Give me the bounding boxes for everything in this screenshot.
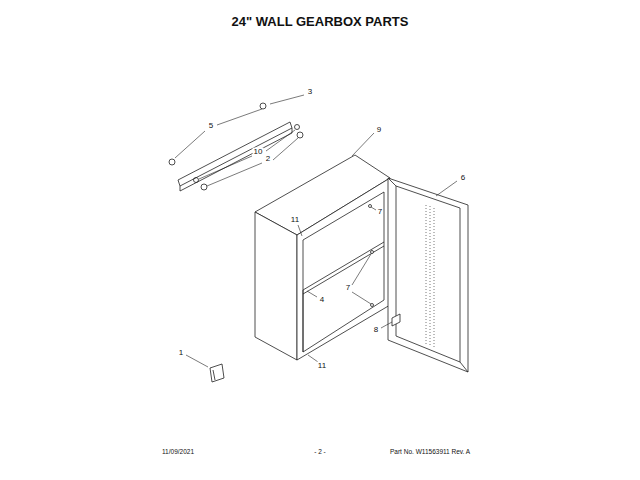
mounting-rail — [169, 103, 303, 191]
callout-number: 6 — [460, 174, 466, 183]
callout-number: 7 — [377, 208, 383, 217]
leader-lines — [175, 95, 457, 367]
callout-number: 10 — [253, 148, 264, 157]
door — [388, 178, 468, 372]
callout-number: 5 — [208, 122, 214, 131]
page-number: - 2 - — [314, 448, 326, 455]
callout-number: 4 — [319, 296, 325, 305]
callout-number: 1 — [178, 349, 184, 358]
part-number: Part No. W11563911 Rev. A — [390, 448, 470, 455]
callout-number: 3 — [307, 88, 313, 97]
callout-number: 11 — [317, 362, 327, 371]
small-bracket — [210, 364, 224, 382]
callout-number: 7 — [345, 284, 351, 293]
cabinet — [255, 155, 390, 360]
footer-date: 11/09/2021 — [162, 448, 194, 455]
callout-number: 9 — [376, 126, 382, 135]
callout-number: 8 — [373, 326, 379, 335]
page-title: 24" WALL GEARBOX PARTS — [232, 15, 409, 29]
callout-number: 2 — [265, 155, 271, 164]
callout-number: 11 — [290, 216, 300, 225]
